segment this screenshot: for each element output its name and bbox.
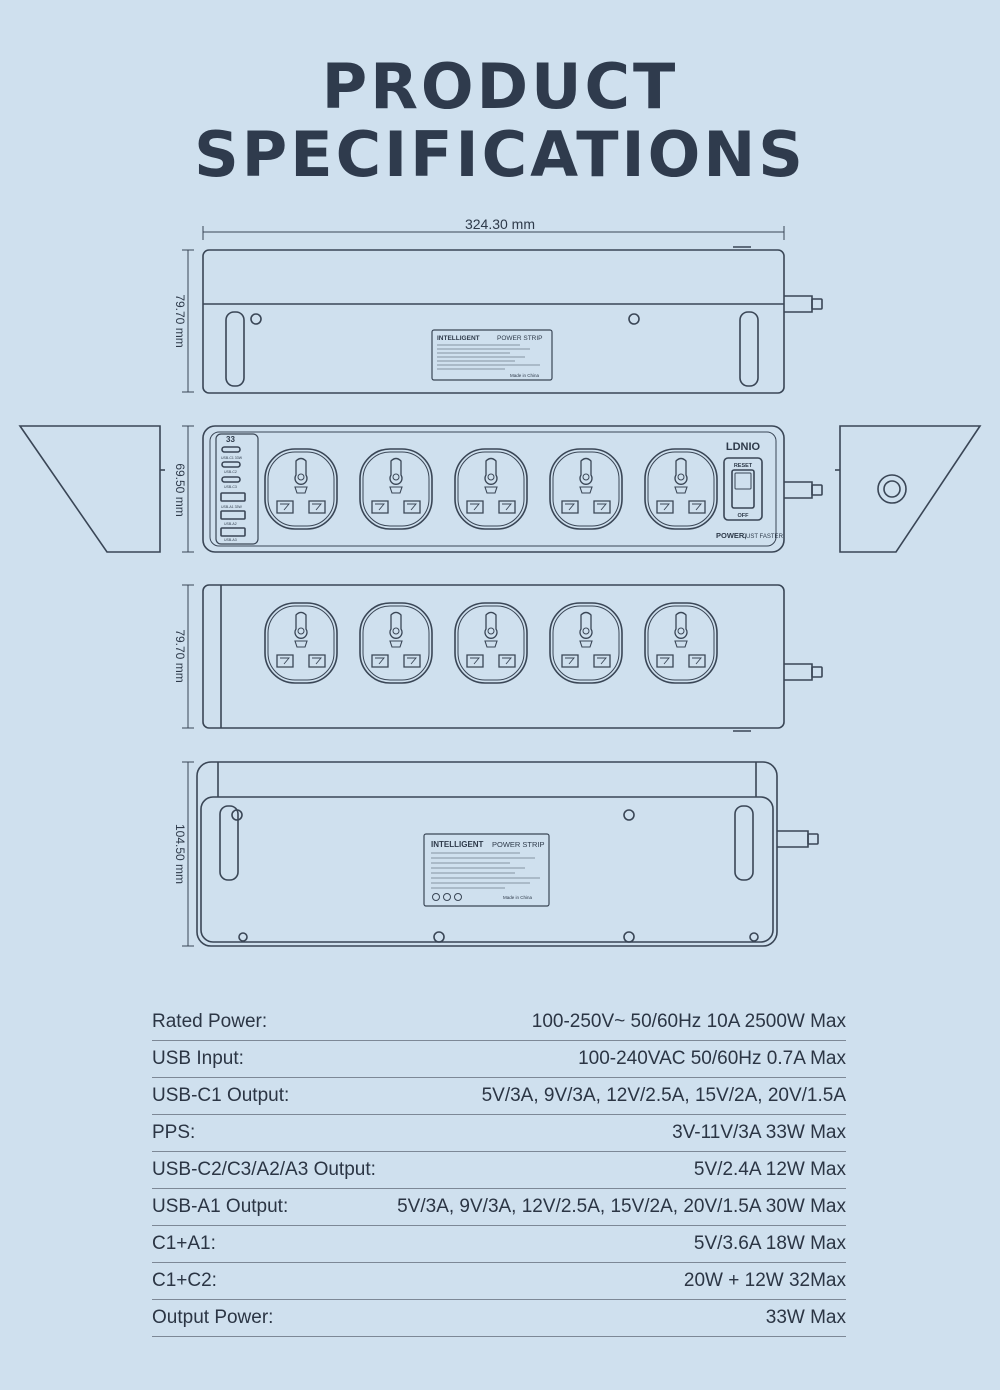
spec-label: USB Input:: [152, 1048, 244, 1069]
front-view: 69.50 mm 33 USB-C1 33W USB-C2 USB-C3 USB…: [18, 425, 982, 553]
spec-value: 5V/3A, 9V/3A, 12V/2.5A, 15V/2A, 20V/1.5A: [481, 1085, 846, 1106]
spec-value: 5V/3A, 9V/3A, 12V/2.5A, 15V/2A, 20V/1.5A…: [397, 1196, 846, 1217]
spec-label: C1+A1:: [152, 1233, 216, 1254]
spec-row-pps: PPS: 3V-11V/3A 33W Max: [152, 1115, 846, 1152]
top-view-height-label: 79.70 mm: [173, 294, 187, 347]
length-dimension: 324.30 mm: [202, 216, 785, 240]
universal-socket-icon: [359, 448, 433, 530]
universal-socket-icon: [549, 602, 623, 684]
universal-socket-icon: [454, 602, 528, 684]
port-a2-label: USB-A2: [224, 522, 237, 526]
universal-socket-icon: [644, 448, 718, 530]
universal-socket-icon: [644, 602, 718, 684]
spec-label: Rated Power:: [152, 1011, 268, 1032]
spec-label: USB-A1 Output:: [152, 1196, 289, 1217]
spec-row-rated-power: Rated Power: 100-250V~ 50/60Hz 10A 2500W…: [152, 1004, 846, 1041]
switch-off-label: OFF: [738, 513, 750, 519]
universal-socket-icon: [454, 448, 528, 530]
right-end-view: [839, 425, 982, 553]
spec-label: C1+C2:: [152, 1270, 217, 1291]
spec-value: 100-240VAC 50/60Hz 0.7A Max: [578, 1048, 846, 1069]
spec-label: Output Power:: [152, 1307, 274, 1328]
universal-socket-icon: [264, 602, 338, 684]
spec-row-usb-c1-output: USB-C1 Output: 5V/3A, 9V/3A, 12V/2.5A, 1…: [152, 1078, 846, 1115]
port-c2-label: USB-C2: [224, 470, 237, 474]
spec-row-usb-input: USB Input: 100-240VAC 50/60Hz 0.7A Max: [152, 1041, 846, 1078]
page-title-line1: PRODUCT: [321, 50, 679, 123]
product-drawings: 324.30 mm 79.70 mm INTELLIGENT POWER STR…: [18, 216, 982, 947]
port-a1-label: USB-A1 33W: [221, 505, 243, 509]
universal-socket-icon: [549, 448, 623, 530]
side-view-height-label: 79.70 mm: [173, 629, 187, 682]
spec-value: 100-250V~ 50/60Hz 10A 2500W Max: [531, 1011, 846, 1032]
top-label-title-light: POWER STRIP: [497, 335, 543, 342]
page-title-line2: SPECIFICATIONS: [194, 118, 806, 191]
switch-reset-label: RESET: [734, 463, 753, 469]
front-sockets: [264, 448, 718, 530]
spec-row-usb-a1-output: USB-A1 Output: 5V/3A, 9V/3A, 12V/2.5A, 1…: [152, 1189, 846, 1226]
spec-row-c1-c2: C1+C2: 20W + 12W 32Max: [152, 1263, 846, 1300]
spec-label: USB-C1 Output:: [152, 1085, 290, 1106]
spec-label: USB-C2/C3/A2/A3 Output:: [152, 1159, 376, 1180]
length-label: 324.30 mm: [465, 216, 535, 232]
side-sockets: [264, 602, 718, 684]
port-c1-label: USB-C1 33W: [221, 456, 243, 460]
tagline-light: JUST FASTER: [743, 534, 784, 540]
bottom-label-title-bold: INTELLIGENT: [431, 840, 484, 849]
bottom-view: 104.50 mm INTELLIGENT POWER STRIP Made i…: [173, 761, 819, 947]
bottom-view-height-label: 104.50 mm: [173, 824, 187, 884]
specs-table: Rated Power: 100-250V~ 50/60Hz 10A 2500W…: [152, 1004, 846, 1337]
left-end-view: [18, 425, 161, 553]
tagline-bold: POWER,: [716, 531, 746, 540]
top-view: 79.70 mm INTELLIGENT POWER STRIP Made in…: [173, 246, 823, 394]
brand-logo: LDNIO: [726, 441, 761, 453]
cord-exit-circle: [877, 474, 907, 504]
spec-row-usb-c2-output: USB-C2/C3/A2/A3 Output: 5V/2.4A 12W Max: [152, 1152, 846, 1189]
top-label-made: Made in China: [510, 373, 540, 378]
power-switch: [723, 457, 763, 521]
universal-socket-icon: [359, 602, 433, 684]
spec-value: 5V/3.6A 18W Max: [693, 1233, 846, 1254]
top-label-title-bold: INTELLIGENT: [437, 335, 480, 342]
side-view: 79.70 mm: [173, 584, 823, 732]
spec-value: 3V-11V/3A 33W Max: [672, 1122, 846, 1143]
spec-label: PPS:: [152, 1122, 196, 1143]
spec-value: 5V/2.4A 12W Max: [693, 1159, 846, 1180]
spec-value: 33W Max: [765, 1307, 846, 1328]
spec-row-output-power: Output Power: 33W Max: [152, 1300, 846, 1337]
spec-row-c1-a1: C1+A1: 5V/3.6A 18W Max: [152, 1226, 846, 1263]
bottom-label-made: Made in China: [503, 895, 533, 900]
port-watt-label: 33: [226, 435, 235, 444]
front-view-height-label: 69.50 mm: [173, 463, 187, 516]
bottom-label-title-light: POWER STRIP: [492, 840, 545, 849]
spec-value: 20W + 12W 32Max: [683, 1270, 846, 1291]
port-a3-label: USB-A3: [224, 538, 237, 542]
universal-socket-icon: [264, 448, 338, 530]
port-c3-label: USB-C3: [224, 485, 237, 489]
